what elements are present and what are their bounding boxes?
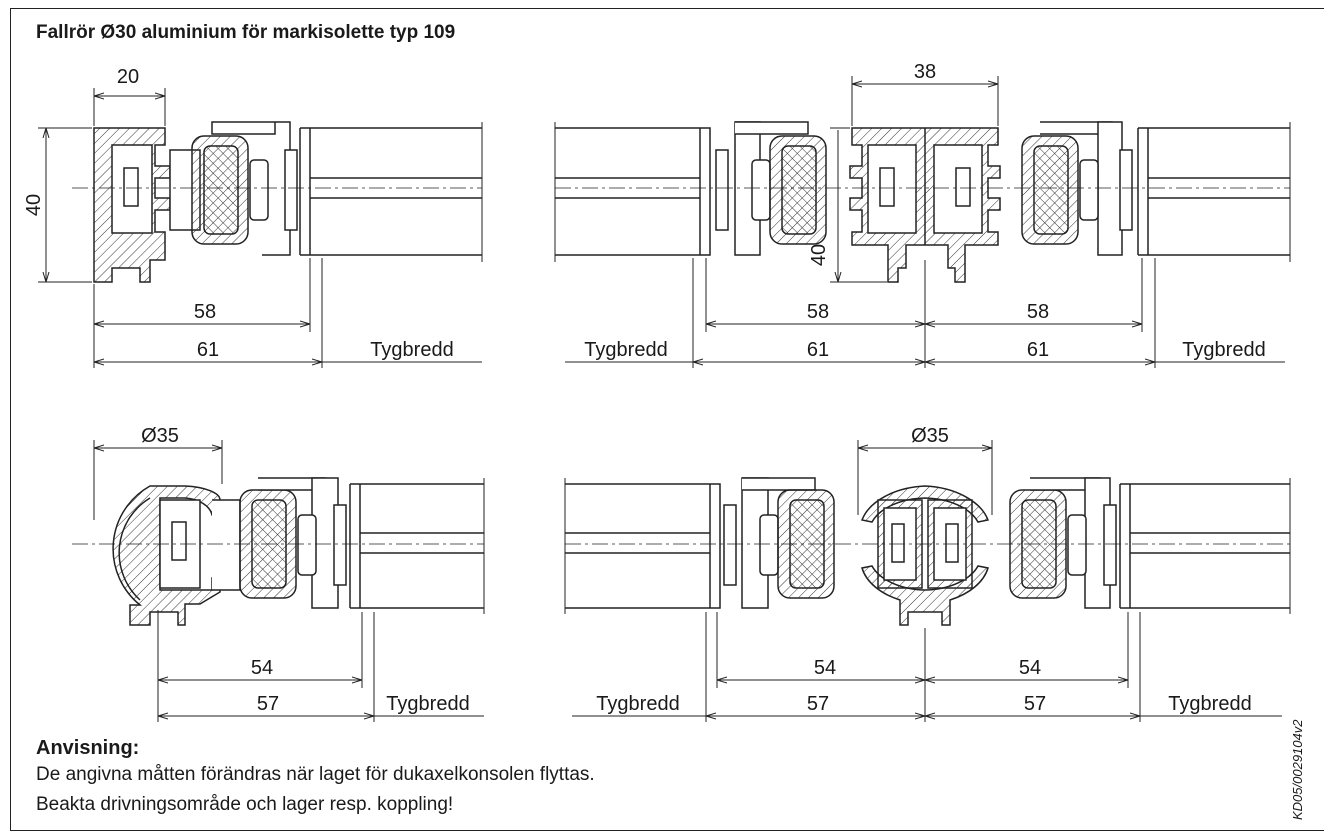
dim-54-right: 54 — [1019, 657, 1041, 679]
note-heading: Anvisning: — [36, 737, 140, 759]
dim-57-right: 57 — [1024, 693, 1046, 715]
dim-diameter-35-right: Ø35 — [911, 425, 949, 447]
dim-57: 57 — [257, 693, 279, 715]
label-fabric-width: Tygbredd — [370, 339, 453, 361]
dim-diameter-35: Ø35 — [141, 425, 179, 447]
dim-58-left: 58 — [807, 301, 829, 323]
label-fabric-width: Tygbredd — [386, 693, 469, 715]
view-bottom-right: Ø35 54 54 57 57 Tygbredd Tygbredd — [564, 425, 1291, 722]
note-line: Beakta drivningsområde och lager resp. k… — [36, 794, 454, 815]
dim-height-40-right: 40 — [808, 244, 830, 266]
dim-54-left: 54 — [814, 657, 836, 679]
dim-58: 58 — [194, 301, 216, 323]
dim-54: 54 — [251, 657, 273, 679]
view-top-right: 38 40 58 58 61 61 Tygbredd Tygbredd — [554, 61, 1291, 368]
dim-width-38: 38 — [914, 61, 936, 83]
dim-61-right: 61 — [1027, 339, 1049, 361]
dim-58-right: 58 — [1027, 301, 1049, 323]
label-fabric-width-right: Tygbredd — [1168, 693, 1251, 715]
note-line: De angivna måtten förändras när laget fö… — [36, 764, 595, 785]
label-fabric-width-right: Tygbredd — [1182, 339, 1265, 361]
drawing-frame — [10, 8, 1324, 831]
dim-57-left: 57 — [807, 693, 829, 715]
view-top-left: 20 40 58 61 Tygbredd — [23, 66, 483, 368]
label-fabric-width-left: Tygbredd — [584, 339, 667, 361]
dim-61: 61 — [197, 339, 219, 361]
fabric-tube — [299, 127, 482, 256]
view-bottom-left: Ø35 54 57 Tygbredd — [72, 425, 485, 722]
nut — [249, 159, 269, 221]
document-reference: KD05/0029104v2 — [1290, 719, 1305, 820]
label-fabric-width-left: Tygbredd — [596, 693, 679, 715]
dim-width-20: 20 — [117, 66, 139, 88]
dim-height-40: 40 — [23, 194, 45, 216]
drawing-title: Fallrör Ø30 aluminium för markisolette t… — [36, 22, 456, 43]
dim-61-left: 61 — [807, 339, 829, 361]
